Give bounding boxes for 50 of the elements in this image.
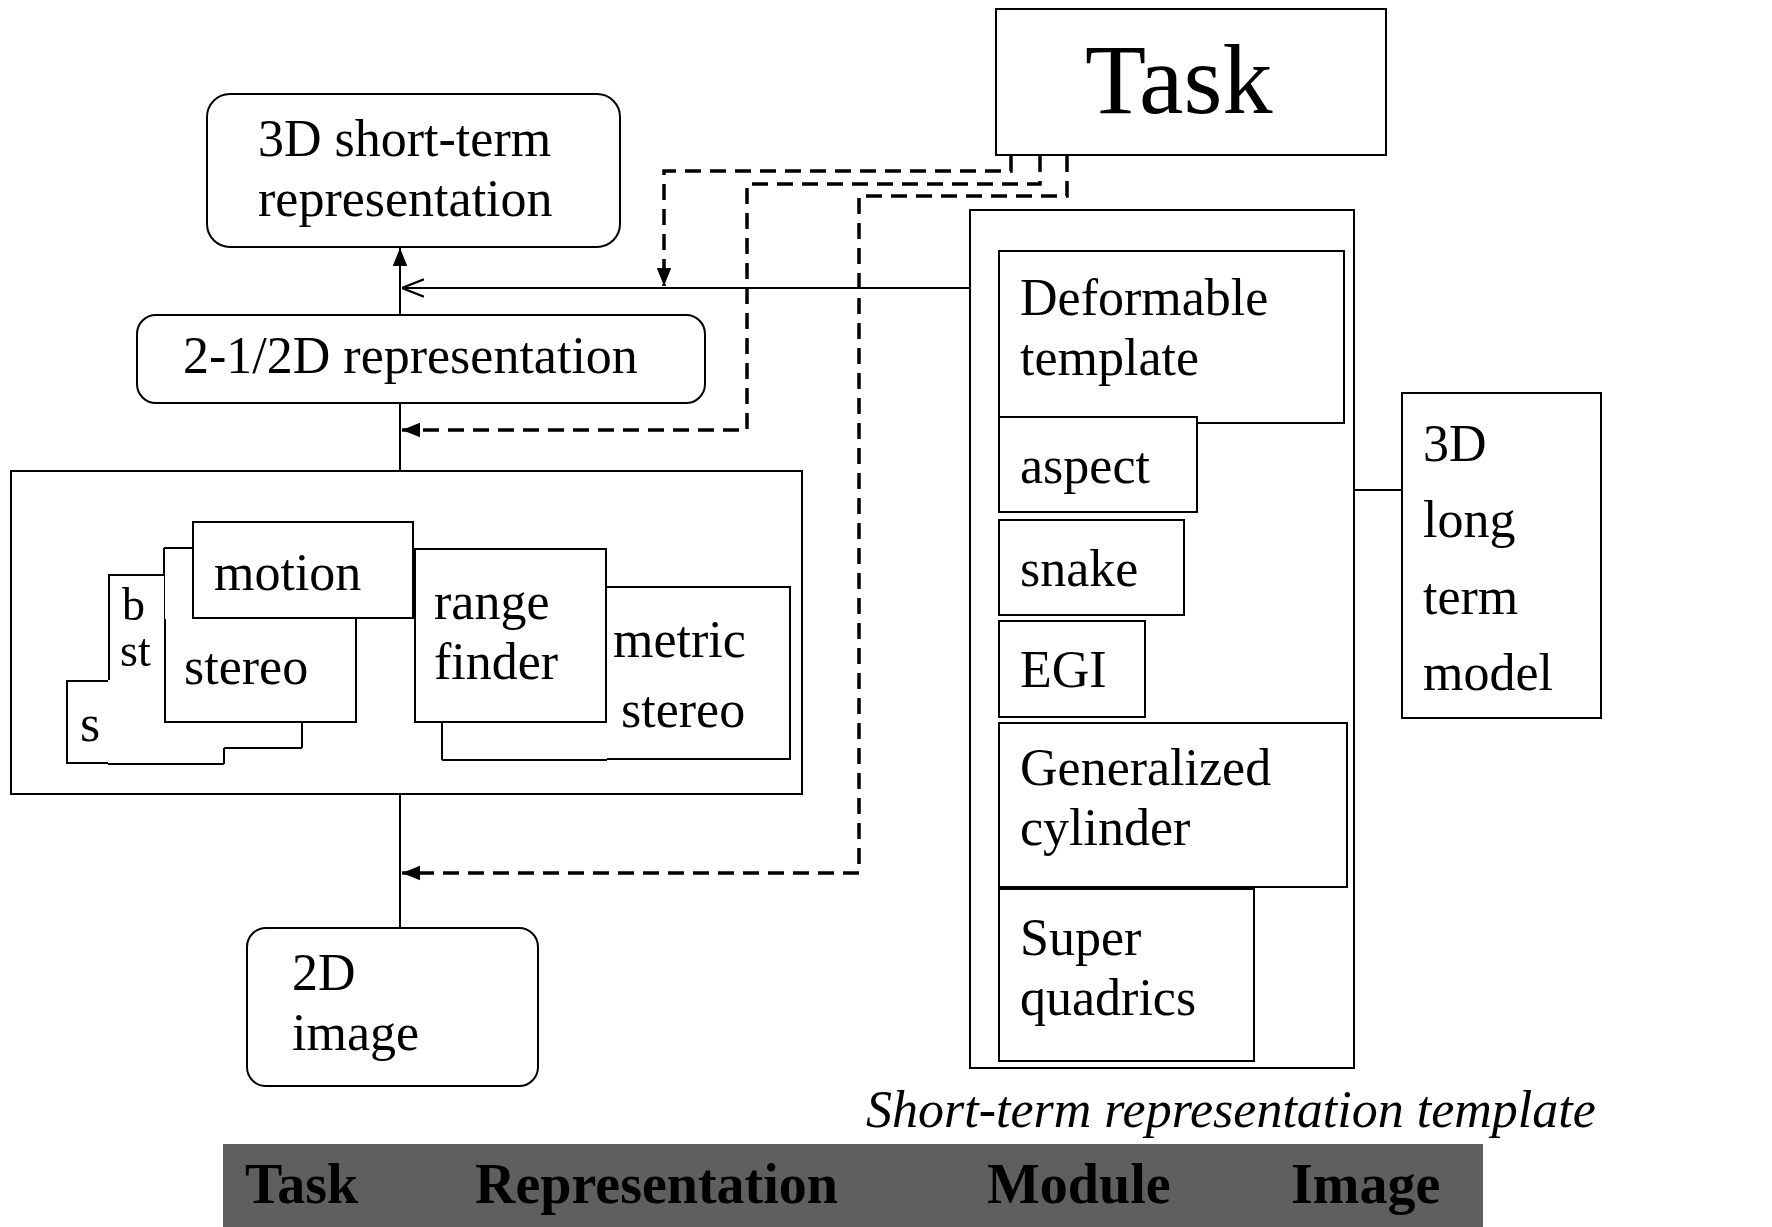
rounded-box <box>246 927 539 1087</box>
node-label: Deformable template <box>1020 268 1270 388</box>
node-label: st <box>120 628 151 674</box>
process-box <box>164 619 357 723</box>
connector-line <box>399 794 401 928</box>
node-label: Task <box>1085 23 1273 137</box>
process-box <box>414 548 607 723</box>
node-label: Super quadrics <box>1020 908 1198 1028</box>
arrow <box>400 278 970 298</box>
rounded-box <box>206 93 621 248</box>
node-label: metric <box>613 610 746 670</box>
node-label: aspect <box>1020 436 1150 496</box>
node-label: s <box>80 694 101 754</box>
process-box <box>995 8 1387 156</box>
process-box <box>1401 392 1602 719</box>
connector-line <box>1354 489 1402 491</box>
process-box <box>108 574 164 680</box>
process-box <box>607 586 791 760</box>
group-box <box>10 470 803 795</box>
process-box <box>66 680 108 764</box>
group-title: Short-term representation template <box>866 1080 1596 1140</box>
node-label: Generalized cylinder <box>1020 738 1273 858</box>
process-box <box>998 250 1345 424</box>
node-label: range finder <box>434 572 560 692</box>
arrow <box>656 156 1013 286</box>
process-box <box>998 519 1185 616</box>
band-label: Image <box>1291 1152 1441 1217</box>
band-label: Representation <box>475 1152 838 1217</box>
node-label: EGI <box>1020 640 1107 700</box>
band-label: Task <box>245 1152 359 1217</box>
rounded-box <box>136 314 706 404</box>
node-label: 3D short-term representation <box>258 109 554 229</box>
node-label: stereo <box>184 637 309 697</box>
process-box <box>998 722 1348 888</box>
process-box <box>998 888 1255 1062</box>
band-label: Module <box>987 1152 1171 1217</box>
node-label: snake <box>1020 539 1139 599</box>
arrow <box>402 156 1069 881</box>
arrow <box>392 247 408 315</box>
node-label: 3D long term model <box>1423 414 1554 704</box>
node-label: b <box>122 582 145 628</box>
node-label: 2-1/2D representation <box>183 326 638 386</box>
process-box <box>192 521 414 619</box>
node-label: stereo <box>621 680 746 740</box>
connector-line <box>399 403 401 471</box>
process-box <box>998 416 1198 513</box>
arrow <box>402 156 1042 438</box>
node-label: motion <box>214 543 362 603</box>
process-box <box>998 620 1146 718</box>
node-label: 2D image <box>292 943 421 1063</box>
